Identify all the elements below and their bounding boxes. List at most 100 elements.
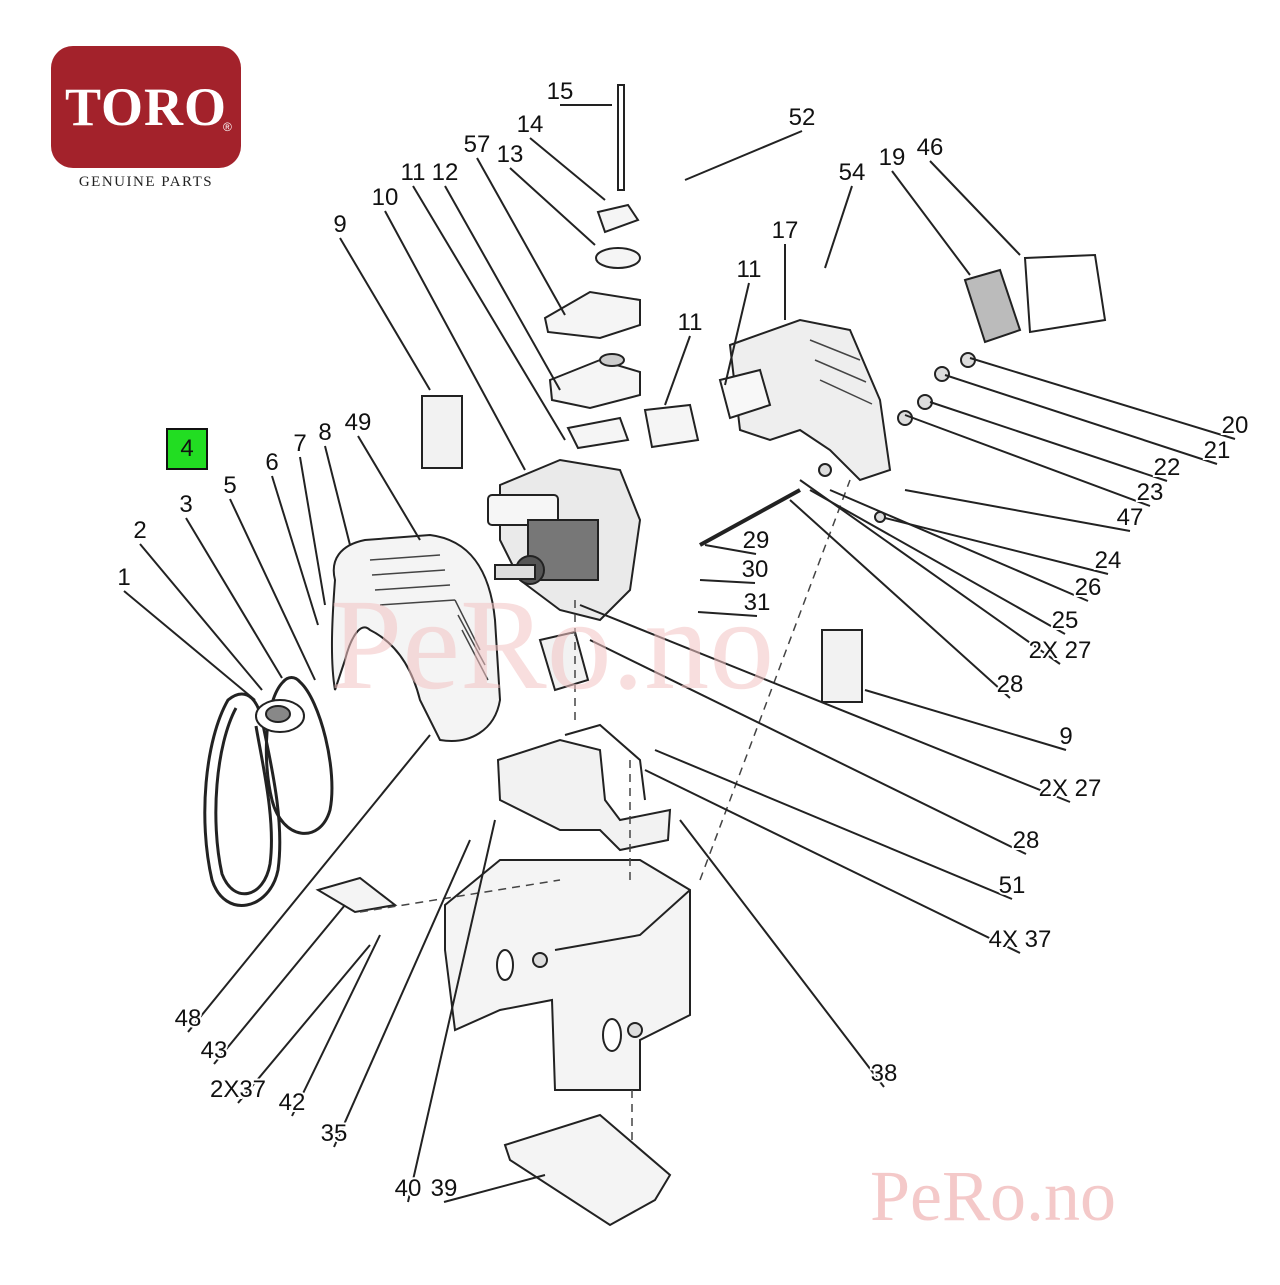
frame-assembly [444, 859, 691, 1091]
callout-label: 57 [464, 131, 491, 158]
filter-block-upper [421, 395, 463, 469]
leader-line [229, 498, 316, 681]
callout-label: 1 [117, 564, 130, 591]
rear-shroud [718, 318, 892, 482]
callout-label: 51 [999, 872, 1026, 899]
callout-label: 28 [1013, 827, 1040, 854]
watermark-center: PeRo.no [330, 573, 775, 717]
callout-label: 49 [345, 409, 372, 436]
leader-line [929, 160, 1021, 256]
callout-label: 2X 27 [1029, 637, 1092, 664]
callout-label: 14 [517, 111, 544, 138]
leader-line [654, 749, 1013, 900]
callout-label: 17 [772, 217, 799, 244]
leader-line [407, 819, 496, 1203]
callout-label: 22 [1154, 454, 1181, 481]
registered-mark: ® [223, 120, 232, 134]
callout-label: 4X 37 [989, 926, 1052, 953]
leader-line [944, 374, 1218, 465]
callout-label: 11 [401, 159, 426, 186]
leader-line [697, 611, 758, 617]
leader-line [904, 489, 1131, 532]
leader-line [799, 479, 1061, 665]
leader-line [333, 839, 471, 1148]
callout-label: 10 [372, 184, 399, 211]
leader-line [704, 544, 757, 555]
leader-line [412, 185, 566, 441]
callout-label: 2X37 [210, 1076, 266, 1103]
leader-line [789, 499, 1011, 699]
engine-assembly [487, 458, 642, 622]
leader-line [443, 1174, 546, 1203]
callout-label: 52 [789, 104, 816, 131]
callout-label: 40 [395, 1175, 422, 1202]
leader-line [384, 210, 526, 471]
callout-label: 42 [279, 1089, 306, 1116]
brand-logo: TORO ® [51, 46, 241, 168]
leader-lines [123, 104, 1236, 1203]
leader-line [187, 734, 431, 1033]
callout-label: 11 [678, 309, 703, 336]
callout-label: 35 [321, 1120, 348, 1147]
callout-label: 43 [201, 1037, 228, 1064]
callout-label: 9 [1059, 723, 1072, 750]
leader-line [824, 185, 853, 269]
callout-label: 29 [743, 527, 770, 554]
filter-block-lower [821, 629, 863, 703]
callout-label: 19 [879, 144, 906, 171]
callout-label: 9 [333, 211, 346, 238]
leader-line [444, 185, 561, 391]
brand-tagline: GENUINE PARTS [78, 174, 214, 190]
highlighted-part-label[interactable]: 4 [166, 428, 208, 470]
callout-label: 26 [1075, 574, 1102, 601]
leader-line [891, 170, 971, 276]
pulley [255, 699, 305, 733]
callout-label: 11 [737, 256, 762, 283]
brand-logo-text: TORO [64, 77, 228, 137]
leader-line [213, 904, 346, 1065]
callout-label: 20 [1222, 412, 1249, 439]
leader-line [679, 819, 885, 1088]
leader-line [324, 445, 351, 546]
callout-label: 30 [742, 556, 769, 583]
callout-label: 5 [223, 472, 236, 499]
leader-line [684, 130, 803, 181]
callout-label: 48 [175, 1005, 202, 1032]
leader-line [509, 167, 596, 246]
leader-line [724, 282, 750, 386]
leader-line [299, 456, 326, 606]
callout-label: 54 [839, 159, 866, 186]
callout-label: 2 [133, 517, 146, 544]
callout-label: 12 [432, 159, 459, 186]
leader-line [644, 769, 1021, 954]
callout-label: 6 [265, 449, 278, 476]
fuel-tank-parts [543, 84, 700, 450]
leader-line [529, 137, 606, 201]
callout-label: 46 [917, 134, 944, 161]
leader-line [357, 435, 421, 541]
callout-label: 13 [497, 141, 524, 168]
control-bracket [496, 630, 672, 852]
leader-line [291, 934, 381, 1117]
callout-label: 2X 27 [1039, 775, 1102, 802]
leader-line [589, 639, 1027, 855]
leader-line [904, 414, 1151, 507]
leader-line [829, 489, 1089, 602]
small-bracket [315, 876, 398, 914]
callout-label: 25 [1052, 607, 1079, 634]
leader-line [139, 543, 263, 691]
leader-line [884, 517, 1109, 575]
leader-line [699, 579, 756, 584]
callout-label: 8 [318, 419, 331, 446]
leader-line [929, 401, 1168, 482]
leader-line [864, 689, 1067, 751]
callout-label: 23 [1137, 479, 1164, 506]
leader-line [969, 357, 1236, 440]
leader-line [664, 335, 691, 406]
leader-line [809, 489, 1066, 635]
callout-label: 47 [1117, 504, 1144, 531]
leader-line [123, 590, 256, 701]
callout-label: 7 [293, 430, 306, 457]
